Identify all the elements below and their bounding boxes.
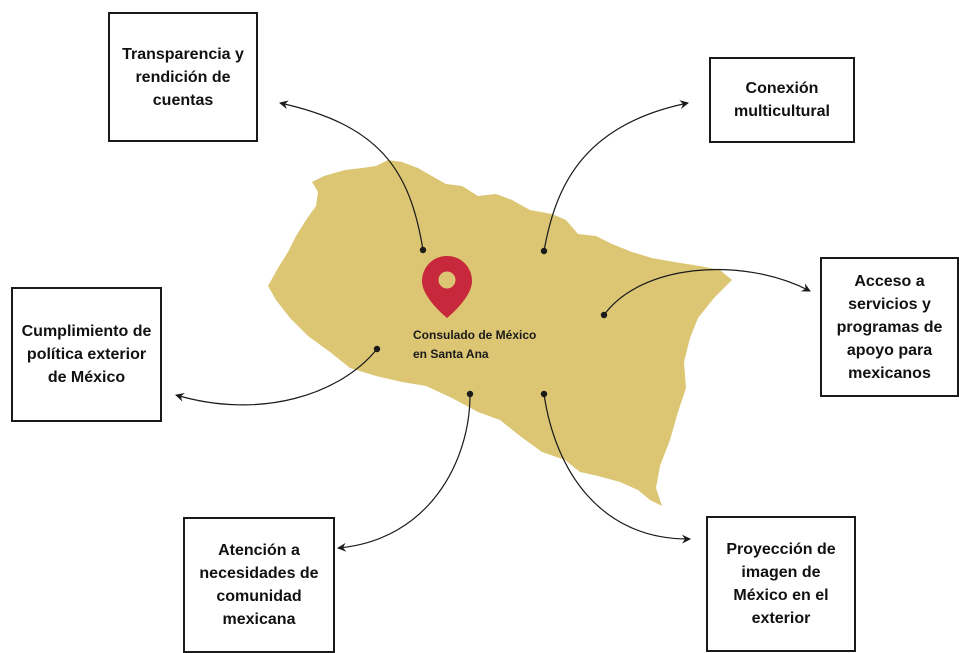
node-cumplimiento: Cumplimiento de política exterior de Méx… <box>11 287 162 422</box>
arrow-to-conexion <box>543 100 689 252</box>
node-acceso: Acceso a servicios y programas de apoyo … <box>820 257 959 397</box>
map-pin-icon <box>422 256 472 318</box>
arrow-to-atencion <box>337 394 471 552</box>
connector-dot-conexion <box>540 247 548 255</box>
arrow-to-cumplimiento <box>175 348 378 406</box>
connector-dot-atencion <box>466 390 474 398</box>
arrow-to-transparencia <box>279 100 424 251</box>
consulate-label: Consulado de México en Santa Ana <box>413 328 537 361</box>
arrow-to-acceso <box>603 268 811 316</box>
connector-dot-proyeccion <box>540 390 548 398</box>
node-conexion: Conexión multicultural <box>709 57 855 143</box>
santa-ana-map-shape <box>268 160 732 506</box>
arrow-to-proyeccion <box>543 393 691 544</box>
connector-dot-acceso <box>600 311 608 319</box>
connector-dot-cumplimiento <box>373 345 381 353</box>
node-proyeccion: Proyección de imagen de México en el ext… <box>706 516 856 652</box>
node-atencion: Atención a necesidades de comunidad mexi… <box>183 517 335 653</box>
connector-dot-transparencia <box>419 246 427 254</box>
node-transparencia: Transparencia y rendición de cuentas <box>108 12 258 142</box>
